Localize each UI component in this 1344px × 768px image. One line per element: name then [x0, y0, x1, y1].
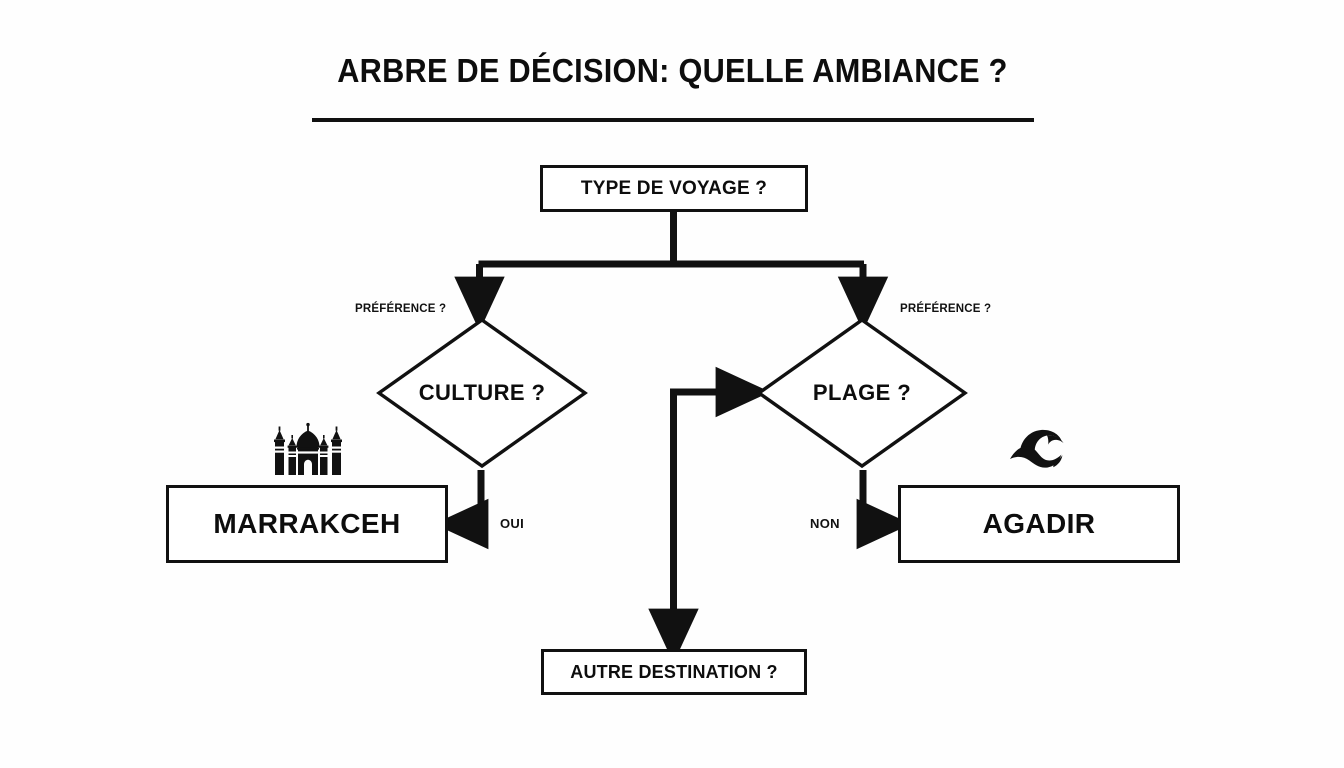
node-marrakech[interactable]: MARRAKCEH: [166, 485, 448, 563]
edge-label-non: NON: [810, 516, 840, 531]
edge-plage-to-agadir: [856, 470, 912, 550]
node-type-de-voyage-label: TYPE DE VOYAGE ?: [580, 177, 768, 199]
wave-icon: [1006, 424, 1068, 474]
edge-label-oui: OUI: [500, 516, 525, 531]
page-title-text: ARBRE DE DÉCISION: QUELLE AMBIANCE ?: [336, 52, 1008, 89]
edge-label-preference-right: PRÉFÉRENCE ?: [900, 303, 992, 315]
edge-branch-to-plage: [670, 366, 771, 418]
node-autre-destination-label: AUTRE DESTINATION ?: [570, 661, 778, 682]
edge-culture-to-marrakech: [433, 470, 489, 550]
node-marrakech-label: MARRAKCEH: [213, 508, 401, 539]
node-agadir-label: AGADIR: [982, 508, 1096, 539]
node-type-de-voyage[interactable]: TYPE DE VOYAGE ?: [540, 165, 808, 212]
plage-diamond-shape: [756, 317, 968, 469]
page-title: ARBRE DE DÉCISION: QUELLE AMBIANCE ?: [0, 52, 1344, 90]
mosque-icon: [272, 421, 344, 477]
edge-label-preference-left: PRÉFÉRENCE ?: [355, 303, 447, 315]
culture-diamond-shape: [376, 317, 588, 469]
node-agadir[interactable]: AGADIR: [898, 485, 1180, 563]
node-plage[interactable]: PLAGE ?: [756, 317, 968, 469]
node-autre-destination[interactable]: AUTRE DESTINATION ?: [541, 649, 807, 695]
title-divider: [312, 118, 1034, 122]
node-culture-label: CULTURE ?: [418, 380, 546, 405]
node-culture[interactable]: CULTURE ?: [376, 317, 588, 469]
node-plage-label: PLAGE ?: [812, 380, 912, 405]
